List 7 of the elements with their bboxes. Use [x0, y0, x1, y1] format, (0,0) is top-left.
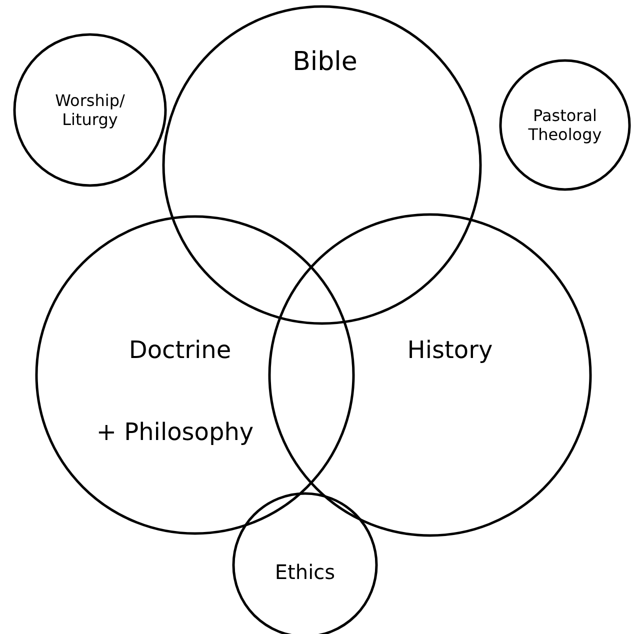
circle-label: Ethics: [274, 560, 336, 584]
circle-label: Doctrine: [128, 336, 232, 364]
circle-label: + Philosophy: [95, 418, 255, 446]
circle-label: History: [406, 336, 494, 364]
circle-label: Worship/ Liturgy: [54, 91, 126, 129]
circle-label: Pastoral Theology: [527, 106, 603, 144]
circle-label: Bible: [292, 47, 358, 77]
